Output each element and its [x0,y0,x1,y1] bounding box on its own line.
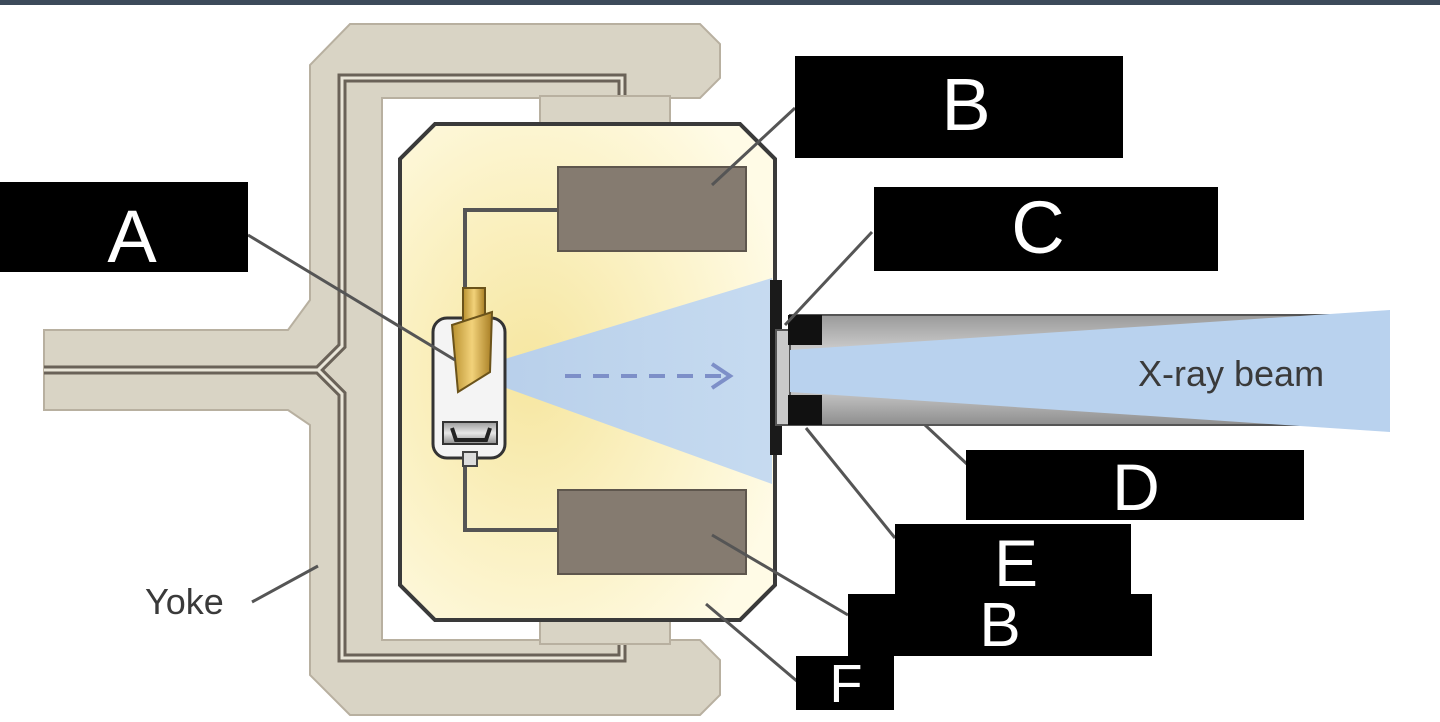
x-ray-beam-caption: X-ray beam [1138,353,1324,394]
svg-text:B: B [979,591,1020,660]
primary-beam [462,278,772,484]
yoke [43,23,721,716]
label-box-b-bottom: B [848,591,1152,660]
svg-text:A: A [107,195,157,278]
svg-text:B: B [941,63,990,146]
step-down-transformer [557,489,747,575]
exit-beam [790,310,1390,432]
circuit-wires [463,208,560,532]
label-box-c: C [874,186,1218,271]
yoke-leader-line [251,564,319,604]
svg-text:F: F [830,654,863,714]
label-box-d: D [966,450,1304,524]
leader-lines [247,106,970,684]
top-border [0,0,1440,5]
x-ray-tube [431,287,507,467]
svg-text:D: D [1112,450,1160,524]
beam-direction-arrow [565,362,734,390]
svg-text:C: C [1011,186,1064,269]
label-box-f: F [796,654,894,714]
yoke-caption: Yoke [145,581,224,622]
label-box-e: E [895,524,1131,600]
svg-text:E: E [994,526,1038,600]
label-box-b-top: B [795,56,1123,158]
label-box-a: A [0,182,248,278]
